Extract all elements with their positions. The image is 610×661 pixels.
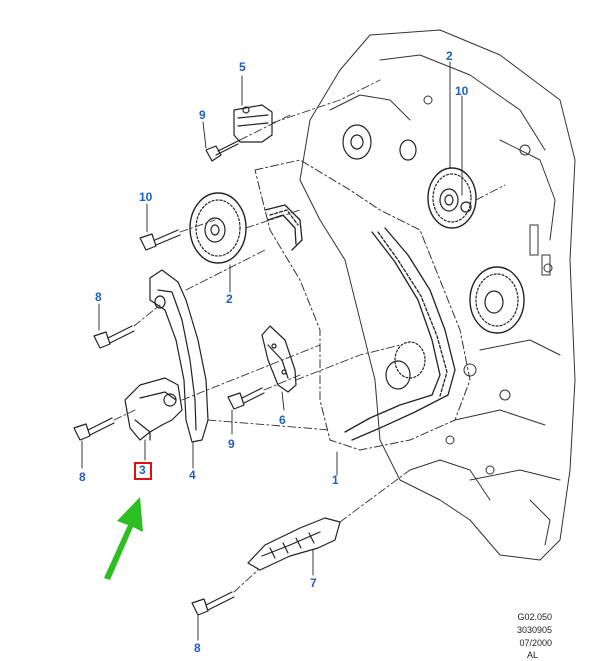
callout-2-right: 2 [446,49,453,63]
chain-guide-top [233,104,273,143]
bolt-8-bottom [191,591,235,616]
reference-author: AL [526,650,538,660]
camshaft-seal-left [342,124,372,160]
highlight-box [134,462,152,480]
callout-8-bottom: 8 [194,641,201,655]
callout-4: 4 [189,468,196,482]
indicator-arrow [104,497,143,580]
bolt-10-right [460,201,472,213]
reference-code: G02.050 [517,612,552,622]
callout-10-left: 10 [139,190,153,204]
crankshaft-sprocket [385,341,426,390]
timing-cover-outline [254,159,471,451]
bolt-9-top [205,139,241,162]
chain-guide-small [261,325,297,393]
callout-8-lower: 8 [79,470,86,484]
chain-tensioner [124,377,183,441]
callout-10-right: 10 [455,84,469,98]
bolt-8-left [93,325,135,349]
timing-chain-left-loop [264,204,303,251]
engine-block [299,29,576,561]
bolt-9-lower [227,387,265,410]
reference-date: 07/2000 [519,638,552,648]
idler-sprocket [469,266,525,334]
tensioner-arm [149,269,209,443]
bolt-10-left [139,229,181,251]
callout-2-left: 2 [226,292,233,306]
callout-7: 7 [310,576,317,590]
callout-6: 6 [279,413,286,427]
callout-9-top: 9 [199,108,206,122]
bolt-8-lower [73,417,115,441]
camshaft-seal-right [399,139,417,161]
callout-1: 1 [332,473,339,487]
callout-8-left: 8 [95,290,102,304]
reference-number: 3030905 [516,625,552,635]
camshaft-sprocket-right [427,167,477,229]
camshaft-sprocket-left [189,192,247,264]
callout-9-lower: 9 [228,437,235,451]
leader-lines [113,79,506,593]
lower-chain-guide [247,517,341,571]
callout-5: 5 [239,60,246,74]
timing-chain [344,227,456,441]
callout-3: 3 [139,463,146,477]
callout-leaders [81,61,463,641]
